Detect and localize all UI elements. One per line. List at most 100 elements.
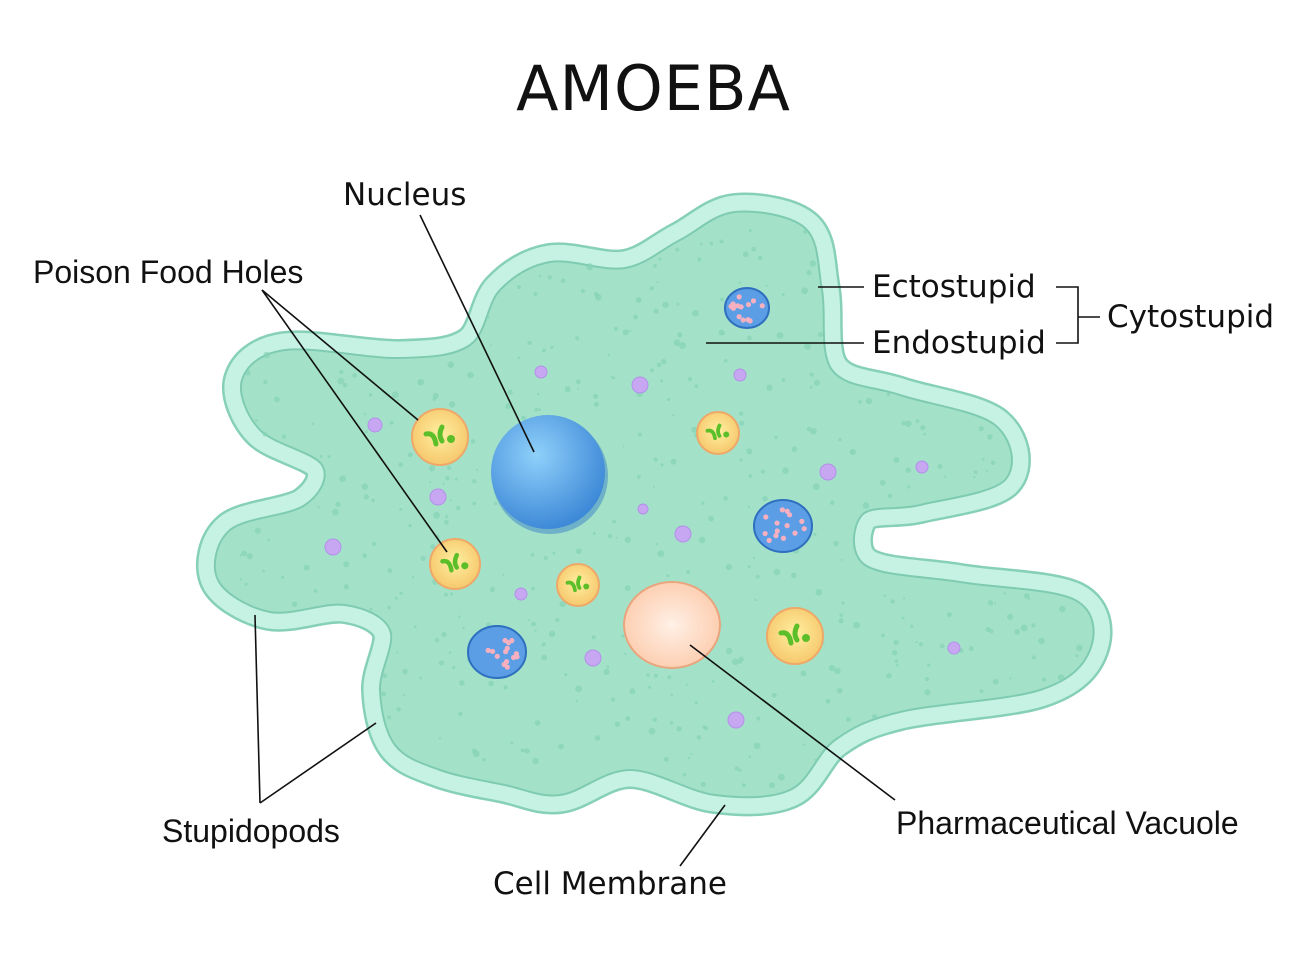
purple-granule (819, 463, 837, 481)
granule-speck (747, 505, 751, 509)
spot (792, 530, 798, 536)
label-poison-food-holes: Poison Food Holes (33, 254, 304, 290)
granule-speck (1057, 673, 1065, 681)
granule-speck (303, 564, 310, 571)
endoplasm (214, 210, 1095, 799)
granule-speck (687, 376, 693, 382)
granule-speck (905, 420, 912, 427)
granule-speck (521, 415, 526, 421)
granule-speck (541, 654, 548, 661)
granule-speck (442, 482, 445, 485)
granule-speck (895, 663, 899, 667)
granule-speck (510, 741, 514, 745)
granule-speck (920, 424, 926, 431)
granule-speck (313, 589, 318, 593)
granule-speck (879, 479, 886, 486)
granule-speck (886, 673, 892, 679)
spot (504, 664, 510, 670)
granule-speck (748, 229, 752, 232)
granule-speck (430, 544, 436, 550)
granule-speck (815, 588, 823, 596)
granule-speck (757, 255, 763, 261)
granule-speck (476, 468, 479, 471)
granule-speck (633, 314, 639, 320)
bacteria-icon (565, 580, 577, 593)
granule-speck (245, 370, 251, 376)
granule-speck (753, 557, 756, 560)
granule-speck (281, 434, 287, 439)
granule-speck (1024, 593, 1030, 599)
granule-speck (658, 257, 662, 261)
purple-granule (947, 641, 961, 655)
granule-speck (828, 664, 836, 672)
granule-speck (891, 649, 898, 656)
granule-speck (575, 336, 580, 341)
granule-speck (343, 584, 349, 590)
purple-granule (674, 525, 692, 543)
granule-speck (1020, 624, 1028, 632)
granule-speck (672, 414, 675, 417)
granule-speck (702, 725, 706, 729)
granule-speck (666, 574, 670, 578)
spot (490, 648, 496, 655)
granule-speck (760, 469, 766, 474)
granule-speck (520, 748, 525, 753)
bacteria-icon (792, 623, 800, 643)
granule-speck (801, 287, 809, 295)
granule-speck (675, 247, 680, 252)
granule-speck (691, 426, 698, 433)
granule-speck (531, 621, 536, 627)
granule-speck (776, 332, 784, 339)
food-vacuole (411, 408, 469, 466)
spot (779, 507, 785, 513)
granule-speck (838, 438, 842, 442)
granule-speck (993, 602, 997, 605)
granule-speck (858, 399, 862, 404)
granule-speck (450, 592, 454, 596)
granule-speck (610, 375, 613, 378)
granule-speck (413, 625, 417, 629)
granule-speck (660, 379, 664, 383)
granule-speck (603, 668, 610, 676)
label-endostupid: Endostupid (872, 325, 1046, 361)
granule-speck (342, 382, 348, 388)
granule-speck (756, 716, 761, 721)
granule-speck (747, 335, 752, 341)
spot (504, 645, 510, 651)
granule-speck (1031, 623, 1036, 628)
granule-speck (547, 275, 552, 280)
granule-speck (809, 385, 813, 389)
granule-speck (813, 532, 817, 537)
granule-speck (524, 748, 530, 754)
granule-speck (352, 372, 358, 378)
granule-speck (319, 454, 323, 458)
granule-speck (723, 496, 728, 501)
granule-speck (653, 485, 656, 488)
granule-speck (254, 527, 261, 534)
granule-speck (399, 507, 403, 511)
spot (736, 314, 742, 320)
spot (784, 508, 790, 514)
granule-speck (246, 553, 253, 560)
granule-speck (635, 297, 642, 304)
nucleus (491, 415, 605, 529)
granule-speck (655, 542, 659, 546)
bacteria-icon (437, 424, 445, 444)
granule-speck (459, 680, 465, 686)
bacteria-icon (447, 435, 455, 443)
granule-speck (533, 291, 538, 297)
granule-speck (368, 393, 373, 397)
spot (763, 514, 769, 520)
granule-speck (766, 384, 773, 391)
granule-speck (747, 565, 751, 569)
granule-speck (593, 401, 599, 407)
granule-speck (943, 475, 947, 478)
granule-speck (813, 379, 820, 386)
granule-speck (987, 600, 994, 606)
spot (762, 530, 768, 537)
granule-speck (667, 675, 672, 680)
granule-speck (624, 536, 632, 544)
granule-speck (711, 680, 715, 683)
purple-granule (534, 365, 548, 379)
